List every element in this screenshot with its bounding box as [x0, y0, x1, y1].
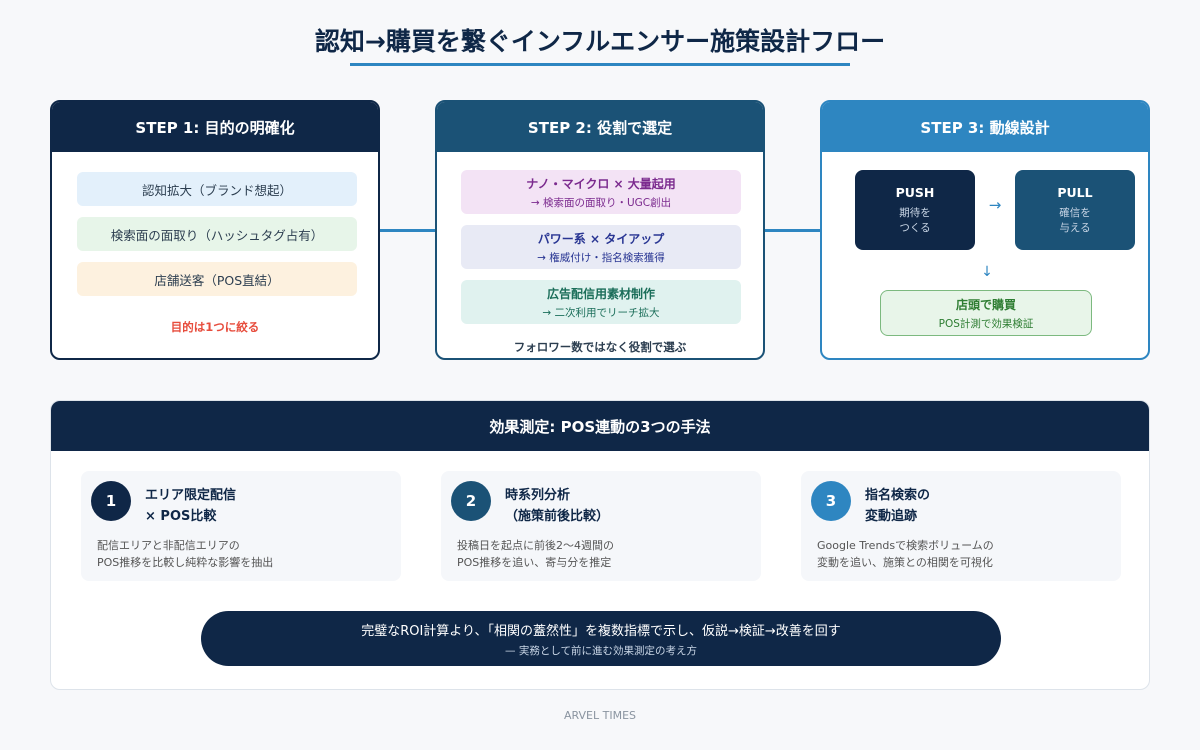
role-sub: → 検索面の面取り・UGC創出: [530, 196, 672, 209]
page-title: 認知→購買を繋ぐインフルエンサー施策設計フロー: [314, 27, 886, 56]
method-title: エリア限定配信 × POS比較: [145, 488, 237, 524]
push-title: PUSH: [895, 184, 935, 200]
role-title: 広告配信用素材制作: [546, 286, 655, 301]
push-box: PUSH 期待を つくる: [855, 170, 975, 250]
pull-title: PULL: [1057, 184, 1093, 200]
step2-card: STEP 2: 役割で選定 ナノ・マイクロ × 大量起用 → 検索面の面取り・UG…: [435, 100, 765, 360]
step1-note: 目的は1つに絞る: [170, 320, 260, 334]
step2-header: STEP 2: 役割で選定: [437, 102, 763, 152]
method-number: 2: [451, 481, 491, 521]
role-sub: → 権威付け・指名検索獲得: [537, 251, 665, 264]
method-title: 指名検索の 変動追跡: [865, 488, 931, 524]
step3-header: STEP 3: 動線設計: [822, 102, 1148, 152]
pull-box: PULL 確信を 与える: [1015, 170, 1135, 250]
step1-header: STEP 1: 目的の明確化: [52, 102, 378, 152]
connector: [765, 229, 820, 232]
method-number: 3: [811, 481, 851, 521]
conclusion-text: 完璧なROI計算より、「相関の蓋然性」を複数指標で示し、仮説→検証→改善を回す: [361, 623, 841, 639]
role-item: ナノ・マイクロ × 大量起用 → 検索面の面取り・UGC創出: [461, 170, 741, 214]
method-desc: 投稿日を起点に前後2〜4週間の POS推移を追い、寄与分を推定: [457, 539, 614, 569]
purchase-title: 店頭で購買: [955, 297, 1016, 312]
conclusion-sub: — 実務として前に進む効果測定の考え方: [504, 644, 698, 657]
purchase-box: 店頭で購買 POS計測で効果検証: [880, 290, 1092, 336]
role-item: 広告配信用素材制作 → 二次利用でリーチ拡大: [461, 280, 741, 324]
connector: [380, 229, 435, 232]
method-number: 1: [91, 481, 131, 521]
conclusion-pill: 完璧なROI計算より、「相関の蓋然性」を複数指標で示し、仮説→検証→改善を回す …: [201, 611, 1001, 666]
step2-note: フォロワー数ではなく役割で選ぶ: [513, 340, 687, 354]
role-sub: → 二次利用でリーチ拡大: [542, 306, 660, 319]
arrow-down-icon: ↓: [981, 264, 993, 280]
role-item: パワー系 × タイアップ → 権威付け・指名検索獲得: [461, 225, 741, 269]
method-desc: 配信エリアと非配信エリアの POS推移を比較し純粋な影響を抽出: [97, 539, 274, 569]
push-sub: 期待を つくる: [899, 206, 931, 234]
goal-item: 店舗送客（POS直結）: [77, 262, 357, 296]
method-title: 時系列分析 （施策前後比較）: [505, 488, 610, 524]
method-desc: Google Trendsで検索ボリュームの 変動を追い、施策との相関を可視化: [817, 539, 994, 569]
method-card: 1 エリア限定配信 × POS比較 配信エリアと非配信エリアの POS推移を比較…: [81, 471, 401, 581]
goal-item: 検索面の面取り（ハッシュタグ占有）: [77, 217, 357, 251]
method-card: 2 時系列分析 （施策前後比較） 投稿日を起点に前後2〜4週間の POS推移を追…: [441, 471, 761, 581]
measurement-panel: 効果測定: POS連動の3つの手法 1 エリア限定配信 × POS比較 配信エリ…: [50, 400, 1150, 690]
pull-sub: 確信を 与える: [1059, 206, 1091, 234]
method-card: 3 指名検索の 変動追跡 Google Trendsで検索ボリュームの 変動を追…: [801, 471, 1121, 581]
footer-brand: ARVEL TIMES: [563, 709, 637, 722]
arrow-right-icon: →: [988, 196, 1002, 214]
step1-card: STEP 1: 目的の明確化 認知拡大（ブランド想起） 検索面の面取り（ハッシュ…: [50, 100, 380, 360]
measurement-header: 効果測定: POS連動の3つの手法: [51, 401, 1149, 451]
step3-card: STEP 3: 動線設計 PUSH 期待を つくる → PULL 確信を 与える ↓…: [820, 100, 1150, 360]
goal-item: 認知拡大（ブランド想起）: [77, 172, 357, 206]
purchase-sub: POS計測で効果検証: [938, 317, 1034, 330]
role-title: ナノ・マイクロ × 大量起用: [526, 176, 676, 191]
role-title: パワー系 × タイアップ: [537, 231, 665, 246]
title-underline: [350, 63, 850, 66]
